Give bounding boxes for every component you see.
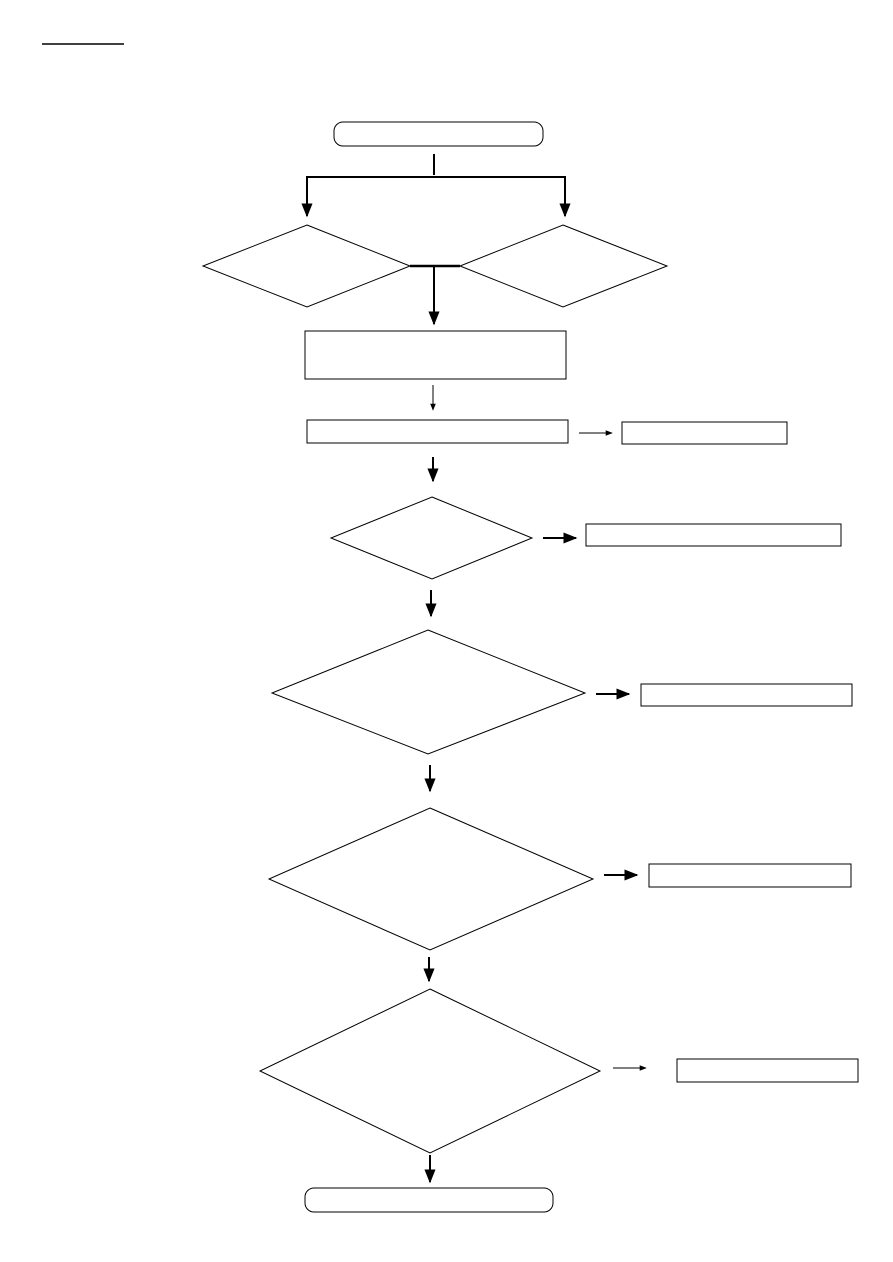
decision-left	[201, 224, 412, 308]
result-2	[640, 683, 853, 707]
result-1	[585, 523, 842, 547]
result-step	[621, 421, 788, 445]
end-terminal	[304, 1187, 554, 1213]
decision-3	[267, 807, 595, 951]
start-terminal	[333, 121, 544, 147]
decision-2	[270, 629, 587, 755]
result-4	[676, 1058, 859, 1083]
decision-1	[329, 496, 534, 580]
decision-4	[258, 988, 602, 1154]
process-step	[306, 419, 569, 444]
result-3	[648, 863, 852, 888]
decision-right	[458, 224, 669, 308]
process-main	[304, 330, 567, 380]
